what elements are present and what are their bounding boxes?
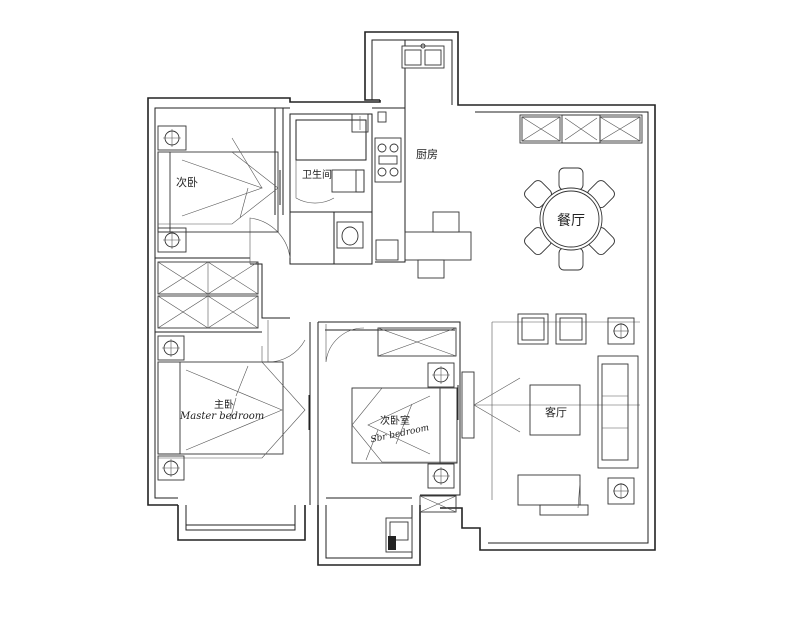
bathroom-label: 卫生间 [302, 168, 332, 181]
dining-table [539, 187, 603, 251]
dining-label: 餐厅 [557, 213, 585, 229]
sofa [597, 355, 639, 469]
interior-walls [155, 40, 461, 513]
nightstand-top [427, 362, 455, 388]
kitchen: 厨房 [374, 43, 445, 261]
master-bedroom-label: 主卧 [214, 398, 234, 411]
nightstand-bottom [427, 463, 455, 489]
master-bedroom: 主卧 Master bedroom [157, 335, 306, 481]
lower-sofa [517, 474, 635, 516]
doors [249, 160, 459, 430]
toilet [331, 169, 365, 193]
nightstand-top [157, 125, 187, 151]
bar-stool-bottom [417, 259, 445, 279]
washing-machine-icon [385, 517, 413, 553]
nightstand-bottom [157, 227, 187, 253]
stove-icon [374, 137, 402, 183]
master-bedroom-label-en: Master bedroom [179, 411, 264, 422]
third-bedroom-label: 次卧室 [380, 414, 410, 427]
bar-counter [404, 211, 472, 279]
nightstand-bottom [157, 455, 185, 481]
second-bedroom-label: 次卧 [176, 175, 198, 189]
second-bedroom: 次卧 [157, 125, 279, 253]
kitchen-label: 厨房 [416, 148, 438, 161]
bar-stool-top [432, 211, 460, 233]
nightstand-top [157, 335, 185, 361]
third-bedroom: 次卧室 Sbr bedroom [351, 362, 458, 489]
dining-area: 餐厅 [519, 114, 643, 271]
living-room-label: 客厅 [545, 405, 567, 419]
washbasin [336, 221, 364, 249]
sink-icon [401, 43, 445, 69]
exterior-walls [147, 31, 656, 566]
armchair [517, 313, 635, 345]
living-room: 客厅 [461, 313, 640, 516]
bathroom: 卫生间 [302, 113, 369, 249]
